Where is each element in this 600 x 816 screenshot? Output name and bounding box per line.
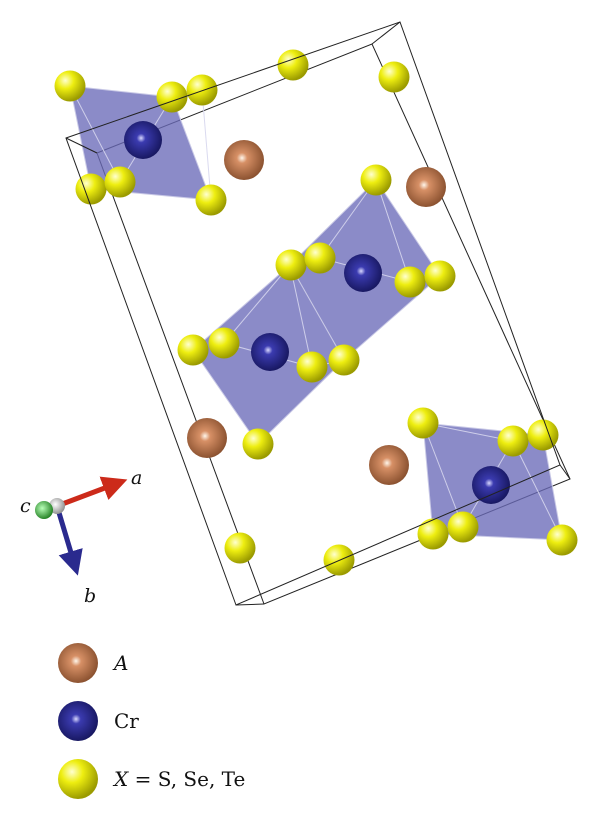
unit-cell-front: [65, 21, 571, 606]
a-atom: [187, 418, 227, 458]
x-atom-icon: [58, 759, 98, 799]
legend-label-a: A: [114, 651, 129, 675]
cr-atom: [124, 121, 162, 159]
legend-label-x: X = S, Se, Te: [114, 767, 246, 791]
cr-atom-icon: [58, 701, 98, 741]
axis-b-arrow: [54, 505, 83, 576]
legend: A Cr X = S, Se, Te: [56, 634, 245, 808]
x-atom: [394, 266, 426, 298]
legend-label-cr: Cr: [114, 709, 139, 733]
a-atom: [224, 140, 264, 180]
a-atom: [369, 445, 409, 485]
x-atom: [328, 344, 360, 376]
x-atom: [242, 428, 274, 460]
x-atom: [447, 511, 479, 543]
x-atom: [195, 184, 227, 216]
legend-item-a: A: [56, 634, 245, 692]
axis-a-arrow: [56, 476, 128, 509]
x-atom: [424, 260, 456, 292]
cr-atom: [472, 466, 510, 504]
x-atom: [296, 351, 328, 383]
legend-item-cr: Cr: [56, 692, 245, 750]
x-atom: [277, 49, 309, 81]
a-atom: [406, 167, 446, 207]
x-atom: [407, 407, 439, 439]
x-atom: [304, 242, 336, 274]
atoms-layer: [54, 49, 578, 576]
x-atom: [54, 70, 86, 102]
x-atom: [156, 81, 188, 113]
x-atom: [275, 249, 307, 281]
x-atom: [360, 164, 392, 196]
x-atom: [104, 166, 136, 198]
x-atom: [546, 524, 578, 556]
x-atom: [378, 61, 410, 93]
x-atom: [186, 74, 218, 106]
x-atom: [497, 425, 529, 457]
axis-label-c: c: [20, 495, 31, 517]
legend-item-x: X = S, Se, Te: [56, 750, 245, 808]
axis-indicator: a b c: [20, 467, 142, 607]
x-atom: [75, 173, 107, 205]
x-atom: [177, 334, 209, 366]
x-atom: [417, 518, 449, 550]
x-atom: [527, 419, 559, 451]
cr-atom: [344, 254, 382, 292]
cr-atom: [251, 333, 289, 371]
x-atom: [208, 327, 240, 359]
axis-label-a: a: [131, 467, 142, 489]
a-atom-icon: [58, 643, 98, 683]
axis-label-b: b: [84, 585, 96, 607]
x-atom: [224, 532, 256, 564]
axis-c-dot: [35, 501, 53, 519]
